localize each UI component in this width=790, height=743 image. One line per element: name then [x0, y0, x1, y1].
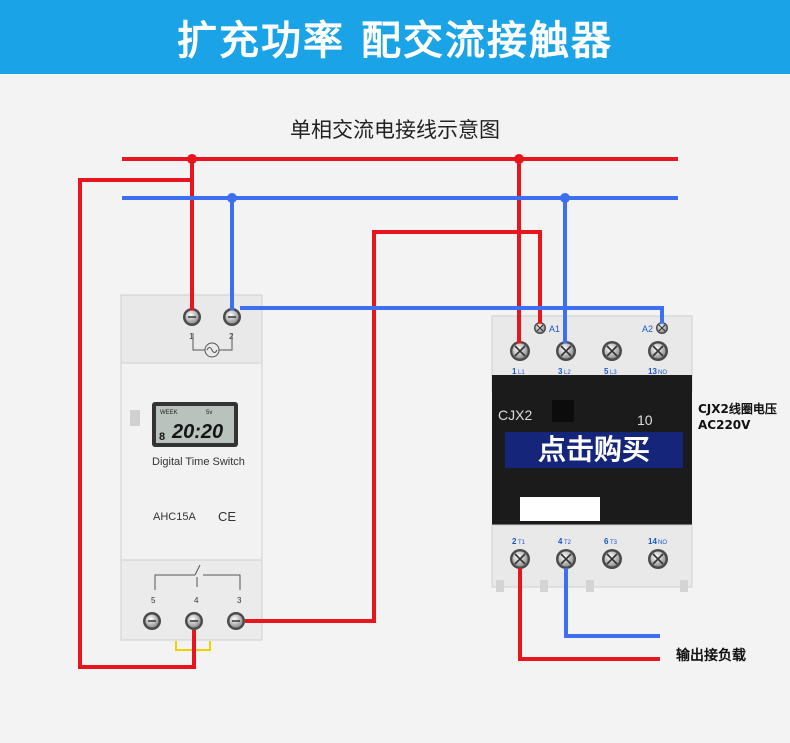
coil-label-a2: A2 — [642, 324, 653, 334]
timer-terminal-4: 4 — [194, 596, 199, 605]
lcd-digit-text: 8 — [159, 431, 165, 443]
bottom-terminal-14-num: 14 — [648, 537, 657, 546]
banner-title: 扩充功率 配交流接触器 — [177, 18, 613, 64]
timer-terminal-1: 1 — [189, 332, 194, 341]
output-load-label: 输出接负载 — [676, 648, 746, 664]
coil-voltage-label: CJX2线圈电压 — [698, 402, 777, 416]
top-terminal-1-num: 1 — [512, 367, 517, 376]
top-terminal-5-num: 5 — [604, 367, 609, 376]
top-terminal-13-sub: NO — [658, 370, 667, 376]
lcd-week-text: WEEK — [160, 410, 178, 416]
coil-label-a1: A1 — [549, 324, 560, 334]
top-terminal-5-sub: L3 — [610, 370, 617, 376]
timer-terminal-5: 5 — [151, 596, 156, 605]
neutral-wires — [122, 196, 678, 638]
bottom-terminal-4-num: 4 — [558, 537, 563, 546]
bottom-terminal-6-num: 6 — [604, 537, 609, 546]
junction-dots — [187, 154, 570, 203]
top-terminal-1-sub: L1 — [518, 370, 525, 376]
top-terminal-3-num: 3 — [558, 367, 563, 376]
timer-name: Digital Time Switch — [152, 456, 245, 468]
coil-voltage-value: AC220V — [698, 418, 751, 432]
bottom-terminal-4-sub: T2 — [564, 540, 572, 546]
bottom-terminal-2-num: 2 — [512, 537, 517, 546]
contactor-rating: 10 — [637, 412, 653, 428]
title-banner: 扩充功率 配交流接触器 — [0, 0, 790, 74]
bottom-terminal-2-sub: T1 — [518, 540, 526, 546]
bottom-terminal-6-sub: T3 — [610, 540, 618, 546]
live-wires — [78, 157, 678, 669]
ce-mark: CE — [218, 509, 236, 524]
contactor-white-label — [520, 497, 600, 521]
buy-now-button[interactable]: 点击购买 — [505, 432, 683, 468]
timer-terminal-3: 3 — [237, 596, 242, 605]
digital-time-switch: WEEK 5v 20:20 8 Digital Time Switch AHC1… — [120, 294, 263, 651]
lcd-top-right-text: 5v — [206, 410, 212, 416]
timer-model: AHC15A — [153, 511, 196, 523]
lcd-screen — [156, 406, 234, 443]
diagram-subtitle: 单相交流电接线示意图 — [290, 118, 500, 142]
lcd-time-text: 20:20 — [171, 421, 223, 443]
contactor-model: CJX2 — [498, 407, 532, 423]
top-terminal-13-num: 13 — [648, 367, 657, 376]
bottom-terminal-14-sub: NO — [658, 540, 667, 546]
top-terminal-3-sub: L2 — [564, 370, 571, 376]
